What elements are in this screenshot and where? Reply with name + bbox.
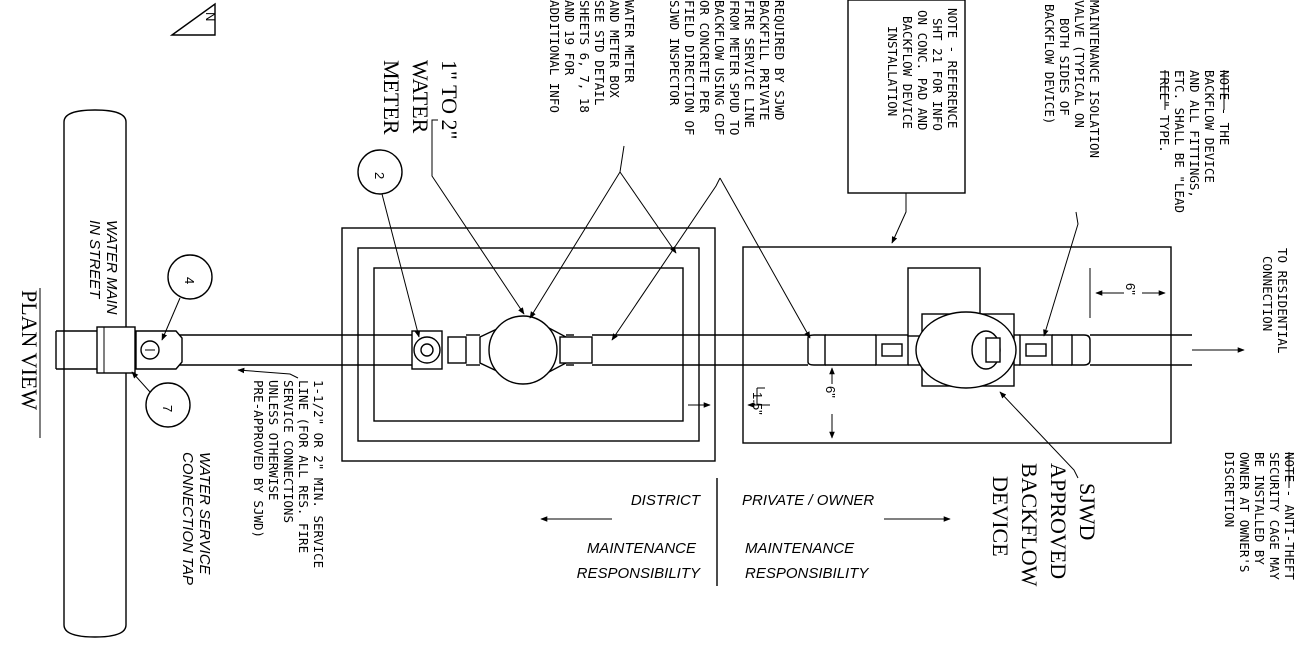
backfill-note-4: FROM METER SPUD TO (727, 0, 742, 135)
leader-callout-2 (381, 193, 421, 338)
private-owner-label: PRIVATE / OWNER (742, 492, 874, 509)
isolation-valve-left (875, 334, 909, 366)
callout-7: 7 (145, 382, 191, 428)
callout-2: 2 (357, 149, 403, 195)
isolation-note-1: MAINTENANCE ISOLATION (1087, 0, 1102, 158)
dimension-1-5 (688, 387, 770, 408)
leader-callout-7 (131, 371, 151, 393)
service-line-note-4: UNLESS OTHERWISE (266, 380, 281, 500)
leader-callout-4 (161, 297, 181, 341)
reference-note-4: BACKFLOW DEVICE (900, 16, 915, 129)
leader-backflow (999, 391, 1079, 479)
backflow-device (907, 267, 1017, 389)
maintenance-right: MAINTENANCE (745, 540, 855, 557)
backfill-note-6: OR CONCRETE PER (697, 0, 712, 113)
backfill-note-2: BACKFILL PRIVATE (757, 0, 772, 120)
leader-meter-title (431, 119, 525, 315)
backfill-note-1: REQUIRED BY SJWD (772, 0, 787, 120)
meter-box-note-6: ADDITIONAL INFO (547, 0, 562, 113)
service-tap-label-1: WATER SERVICE (196, 452, 213, 576)
meter-box-inner-outline (357, 247, 700, 442)
north-arrow: N (169, 2, 218, 36)
service-line-note-5: PRE-APPROVED BY SJWD) (251, 380, 266, 538)
backflow-title-2: APPROVED (1046, 463, 1071, 579)
service-tap-label-2: CONNECTION TAP (179, 452, 196, 585)
reference-note-5: INSTALLATION (885, 26, 900, 116)
service-line-note-2: LINE (FOR ALL RES. FIRE (296, 380, 311, 553)
water-main-label-2: IN STREET (86, 220, 103, 300)
leader-service-line (237, 367, 299, 379)
meter-title-2: WATER (408, 60, 433, 134)
backfill-note-3: FIRE SERVICE LINE (742, 0, 757, 128)
leader-meter-note-b (619, 171, 677, 254)
lead-free-note-2: BACKFLOW DEVICE (1202, 70, 1217, 183)
leader-isolation (1043, 211, 1079, 337)
dim-1-5-label: 1.5" (750, 392, 765, 415)
meter-box-note-4: SHEETS 6, 7, 18 (577, 0, 592, 113)
meter-box-inner (373, 267, 684, 422)
reference-note-1: NOTE - REFERENCE (945, 8, 960, 128)
service-line-note-1: 1-1/2" OR 2" MIN. SERVICE (311, 380, 326, 568)
service-line-pipe (55, 330, 1192, 370)
anti-theft-note-5: DISCRETION (1222, 452, 1237, 527)
isolation-note-4: BACKFLOW DEVICE) (1042, 4, 1057, 124)
to-residential-2: CONNECTION (1260, 256, 1275, 331)
leader-backfill-a (611, 177, 721, 341)
lead-free-note-3: AND ALL FITTINGS, (1187, 70, 1202, 198)
north-label: N (203, 12, 218, 21)
meter-title-1: 1" TO 2" (437, 60, 462, 140)
isolation-note-2: VALVE (TYPICAL ON (1072, 0, 1087, 128)
backflow-inlet-fitting (807, 334, 826, 366)
dim-6-top-label: 6" (1123, 283, 1138, 295)
svg-text:4: 4 (182, 277, 197, 284)
backflow-title-4: DEVICE (988, 476, 1013, 557)
leader-meter-note-a (529, 145, 625, 319)
leader-backfill-b (719, 177, 811, 339)
lead-free-note-4: ETC. SHALL BE "LEAD (1172, 70, 1187, 213)
water-main-label-1: WATER MAIN (103, 220, 120, 315)
district-label: DISTRICT (631, 492, 702, 509)
lead-free-note-5: FREE" TYPE. (1157, 70, 1172, 153)
meter-box-outer (341, 227, 716, 462)
to-residential-1: TO RESIDENTIAL (1275, 248, 1290, 353)
isolation-valve-right (1019, 334, 1053, 366)
meter-box-note-2: AND METER BOX (607, 0, 622, 98)
meter-box-note-3: SEE STD DETAIL (592, 0, 607, 105)
svg-text:2: 2 (372, 172, 387, 179)
corp-stop-valve (135, 330, 183, 370)
backfill-note-7: FIELD DIRECTION OF (682, 0, 697, 135)
concrete-pad (742, 246, 1172, 444)
anti-theft-note-4: OWNER AT OWNER'S (1237, 452, 1252, 572)
leader-reference (891, 193, 907, 244)
dim-6-mid-label: 6" (823, 386, 838, 398)
meter-box-note-1: WATER METER (622, 0, 637, 83)
backfill-note-5: BACKFLOW USING CDF (712, 0, 727, 135)
service-line-note-3: SERVICE CONNECTIONS (281, 380, 296, 523)
anti-theft-note-2: SECURITY CAGE MAY (1267, 452, 1282, 580)
water-meter (479, 315, 593, 385)
callout-4: 4 (167, 254, 213, 300)
meter-box-note-5: AND 19 FOR (562, 0, 577, 76)
service-tap-fitting (96, 326, 136, 374)
plan-view-title: PLAN VIEW (17, 290, 42, 410)
backflow-title-1: SJWD (1075, 483, 1100, 540)
reference-note-3: ON CONC. PAD AND (915, 10, 930, 130)
responsibility-left: RESPONSIBILITY (577, 565, 701, 582)
dimension-6-top (1089, 268, 1172, 318)
backflow-title-3: BACKFLOW (1017, 463, 1042, 587)
backfill-note-8: SJWD INSPECTOR (667, 0, 682, 106)
anti-theft-note-1: NOTE - ANTI-THEFT (1282, 452, 1295, 580)
meter-stop-valve (411, 330, 467, 370)
anti-theft-note-3: BE INSTALLED BY (1252, 452, 1267, 565)
svg-text:7: 7 (160, 405, 175, 412)
responsibility-right: RESPONSIBILITY (745, 565, 869, 582)
isolation-note-3: BOTH SIDES OF (1057, 18, 1072, 116)
reference-note-2: SHT 21 FOR INFO (930, 18, 945, 131)
maintenance-left: MAINTENANCE (587, 540, 697, 557)
backflow-outlet-fitting (1071, 334, 1091, 366)
meter-title-3: METER (379, 60, 404, 135)
